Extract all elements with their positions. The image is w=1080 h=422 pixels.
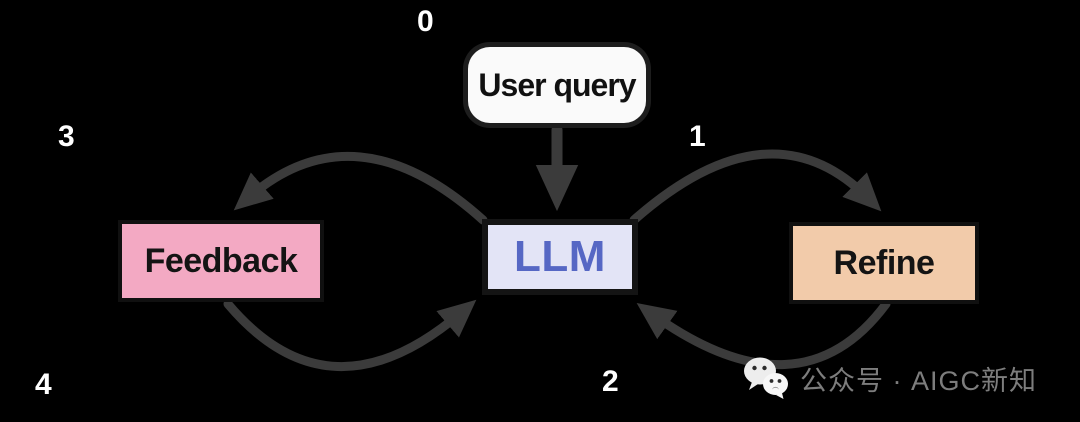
step-label-0: 0 — [417, 5, 434, 38]
watermark: 公众号 · AIGC新知 — [742, 356, 1037, 400]
step-label-1: 1 — [689, 120, 706, 153]
arrow-feedback-to-llm — [223, 299, 477, 371]
node-refine-label: Refine — [833, 243, 935, 282]
wechat-icon — [744, 357, 788, 399]
step-label-2: 2 — [602, 365, 619, 398]
step-label-4: 4 — [35, 368, 52, 401]
node-llm: LLM — [482, 219, 638, 295]
watermark-text: 公众号 · AIGC新知 — [800, 365, 1038, 396]
node-feedback-label: Feedback — [144, 241, 298, 280]
node-user-query-label: User query — [478, 66, 636, 103]
node-refine: Refine — [793, 226, 975, 300]
arrow-llm-to-refine — [629, 149, 882, 225]
step-label-3: 3 — [58, 120, 75, 153]
node-llm-label: LLM — [514, 232, 606, 281]
node-user-query: User query — [468, 47, 646, 123]
arrow-llm-to-feedback — [233, 152, 488, 225]
node-feedback: Feedback — [122, 224, 320, 298]
